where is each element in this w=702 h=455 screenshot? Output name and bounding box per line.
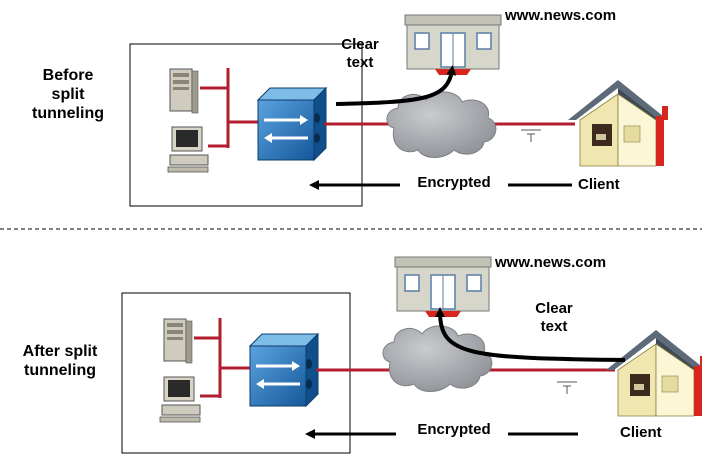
title-line: tunneling — [24, 362, 96, 379]
server-icon — [163, 318, 193, 364]
site-url-label: www.news.com — [505, 7, 617, 24]
internet-cloud-icon — [382, 325, 493, 392]
clear-line: text — [540, 318, 568, 335]
server-icon — [169, 68, 199, 114]
web-server-building-icon — [404, 14, 502, 76]
client-label: Client — [578, 176, 620, 193]
clear-line: Clear — [341, 36, 379, 53]
clear-text-label: Clear text — [320, 36, 400, 72]
title-line: After split — [22, 343, 98, 360]
clear-text-arrow — [335, 65, 457, 106]
title-line: split — [51, 86, 85, 103]
phone-jack-icon — [520, 129, 542, 143]
clear-line: Clear — [535, 300, 573, 317]
encrypted-label: Encrypted — [417, 421, 491, 438]
encrypted-label: Encrypted — [417, 174, 491, 191]
home-client-house-icon — [567, 79, 669, 167]
clear-text-label: Clear text — [514, 300, 594, 336]
title-line: Before — [42, 67, 94, 84]
title-line: tunneling — [32, 105, 104, 122]
after-panel — [121, 256, 702, 454]
clear-line: text — [346, 54, 374, 71]
web-server-building-icon — [394, 256, 492, 318]
before-panel — [129, 14, 669, 207]
client-label: Client — [620, 424, 662, 441]
vpn-concentrator-icon — [248, 332, 320, 408]
workstation-icon — [159, 376, 201, 423]
clear-text-arrow — [435, 307, 626, 362]
site-url-label: www.news.com — [495, 254, 607, 271]
vpn-concentrator-icon — [256, 86, 328, 162]
home-client-house-icon — [605, 329, 702, 417]
before-title: Before split tunneling — [18, 66, 118, 123]
after-title: After split tunneling — [4, 342, 116, 380]
corporate-site-box — [121, 292, 351, 454]
workstation-icon — [167, 126, 209, 173]
phone-jack-icon — [556, 381, 578, 395]
